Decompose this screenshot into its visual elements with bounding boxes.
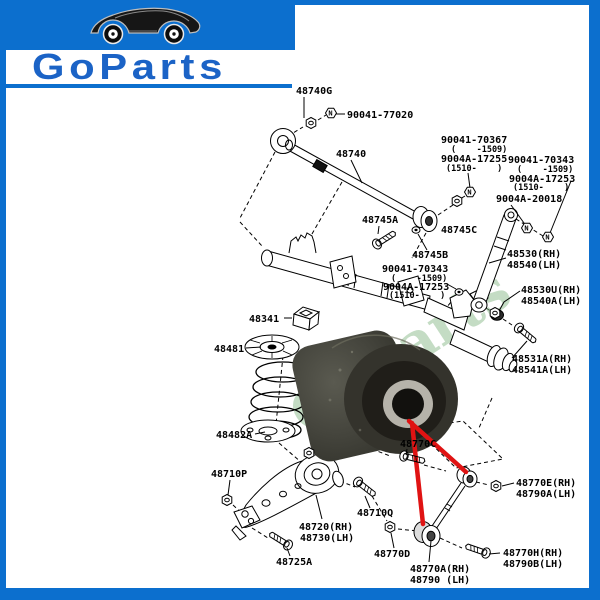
frame-top [0,0,600,5]
washer-icon-left [454,288,464,296]
svg-text:N: N [545,234,549,242]
part-label-9004a-17253-right: 9004A-17253 [509,174,575,185]
part-label-48720-rh: 48720(RH) [299,522,353,533]
part-label-48745b: 48745B [412,250,448,261]
part-label-48730-lh: 48730(LH) [300,533,354,544]
nut-icon-arm [303,447,315,459]
red-callout-arrows [406,418,469,527]
part-label-48790-lh: 48790 (LH) [410,575,470,586]
part-label-48770d: 48770D [374,549,410,560]
part-label-48790a-lh: 48790A(LH) [516,489,576,500]
part-label-48740: 48740 [336,149,366,160]
part-label-9004a-20018: 9004A-20018 [496,194,562,205]
part-label-48710q: 48710Q [357,508,393,519]
car-icon [90,7,201,45]
part-label-range-1510-a: (1510- ) [446,164,502,174]
brand-wordmark: GoParts [32,46,227,87]
nut-marker-icon-0: N [324,107,338,119]
frame-right [589,0,600,600]
part-label-48541a-lh: 48541A(LH) [512,365,572,376]
part-label-48770c: 48770C [400,439,436,450]
bolt-icon-48770h [463,540,493,560]
part-label-48482a: 48482A [216,430,252,441]
part-label-48341: 48341 [249,314,279,325]
frame-bottom [0,588,600,600]
red-arrow-right [406,418,469,475]
nut-marker-icon-3: N [541,231,555,243]
trailing-arm [231,454,344,541]
spring-seat-lower [240,419,296,443]
bolt-icon-48745a [370,227,399,252]
part-label-9004a-17253-left: 9004A-17253 [383,282,449,293]
part-label-48531a-rh: 48531A(RH) [512,354,572,365]
frame-left [0,0,6,600]
nut-markers: N N N N [324,107,555,243]
part-label-48770h-rh: 48770H(RH) [503,548,563,559]
spring-seat-upper [244,334,300,360]
part-label-range-1509-c: ( -1509) [391,274,447,284]
part-label-48745a: 48745A [362,215,398,226]
part-label-90041-70367: 90041-70367 [441,135,507,146]
part-label-range-1509-a: ( -1509) [451,145,507,155]
part-label-48540-lh: 48540(LH) [507,260,561,271]
part-label-range-1510-c: (1510- ) [389,291,445,301]
nut-icon-shock [489,307,501,319]
header-banner [0,0,295,52]
lateral-rod-48740 [270,128,438,232]
svg-text:N: N [328,110,332,118]
bolt-icon-48710q [350,474,379,500]
svg-text:N: N [524,225,528,233]
part-label-range-1510-b: (1510- ) [513,183,569,193]
part-label-48540a-lh: 48540A(LH) [521,296,581,307]
nut-icon-48770d [384,521,396,533]
bolt-icon-48725a [266,528,295,553]
part-label-48530-rh: 48530(RH) [507,249,561,260]
part-label-range-1509-b: ( -1509) [517,165,573,175]
part-label-48745c: 48745C [441,225,477,236]
part-label-48770e-rh: 48770E(RH) [516,478,576,489]
red-arrow-down [409,420,426,527]
lateral-rod-lower [413,466,478,547]
label-leader-lines [227,97,572,563]
part-label-48530u-rh: 48530U(RH) [521,285,581,296]
part-label-48740g: 48740G [296,86,332,97]
brand-band: GoParts [6,46,295,87]
nut-icon-48710p [221,494,233,506]
part-label-48790b-lh: 48790B(LH) [503,559,563,570]
part-label-48710p: 48710P [211,469,247,480]
svg-text:N: N [467,189,471,197]
nut-icon-48745c [451,195,463,207]
part-label-48481: 48481 [214,344,244,355]
nut-icon-48770e [490,480,502,492]
nut-icon-48740g [305,117,317,129]
part-label-90041-77020: 90041-77020 [347,110,413,121]
nut-marker-icon-1: N [463,186,477,198]
washer-icon-48745b [411,226,421,234]
part-label-9004a-17255: 9004A-17255 [441,154,507,165]
part-label-48770a-rh: 48770A(RH) [410,564,470,575]
bushing-photo [292,330,458,462]
part-label-48725a: 48725A [276,557,312,568]
bump-stop [292,306,321,331]
part-label-90041-70343-right: 90041-70343 [508,155,574,166]
nut-marker-icon-2: N [520,222,534,234]
brand-underline [6,84,292,88]
shock-absorber [470,208,518,313]
part-label-90041-70343-left: 90041-70343 [382,264,448,275]
